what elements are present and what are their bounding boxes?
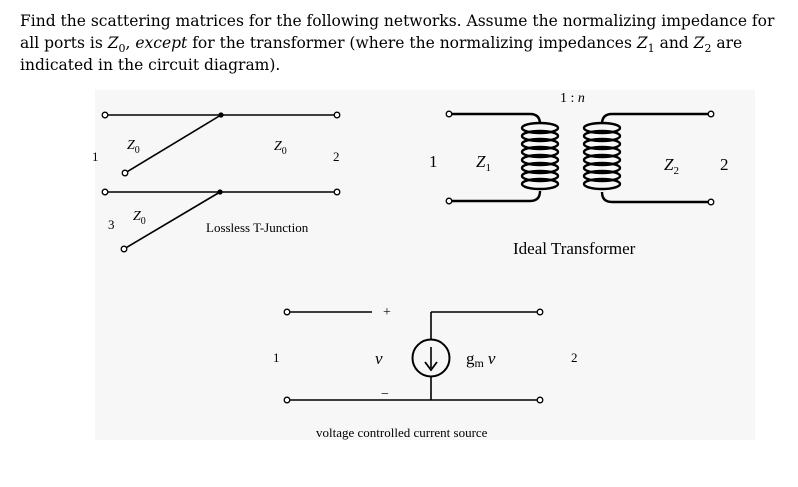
primary-bottom-lead: [449, 190, 542, 203]
terminal: [333, 188, 341, 196]
junction-dot-top: [218, 112, 224, 118]
current-source-symbol: [411, 338, 451, 378]
current-arrow-head-icon: [424, 361, 438, 372]
terminal: [707, 110, 715, 118]
vccs-port2-label: 2: [571, 350, 578, 365]
terminal: [101, 111, 109, 119]
tjunction-diagram: 1 2 3 Z0 Z0 Z0 Lossless T-Junction: [92, 111, 341, 253]
vccs-caption: voltage controlled current source: [316, 425, 488, 440]
z0-left-label: Z0: [127, 138, 140, 156]
terminal: [101, 188, 109, 196]
terminal: [445, 110, 453, 118]
voltage-v-label: v: [375, 349, 383, 368]
z0-right-label: Z0: [274, 139, 287, 157]
z1-label: Z1: [476, 152, 491, 174]
secondary-bottom-lead: [600, 191, 711, 204]
junction-dot-bottom: [217, 189, 223, 195]
primary-coil: [520, 121, 560, 191]
z0-bottom-label: Z0: [133, 209, 146, 227]
tjunction-caption: Lossless T-Junction: [206, 220, 309, 235]
vccs-port1-label: 1: [273, 350, 280, 365]
secondary-top-lead: [600, 112, 711, 125]
plus-sign: +: [383, 305, 391, 320]
terminal: [707, 198, 715, 206]
secondary-coil: [582, 121, 622, 191]
terminal: [121, 169, 129, 177]
terminal: [536, 308, 544, 316]
transformer-port2-label: 2: [720, 155, 729, 174]
figure-background: [95, 90, 755, 440]
terminal: [283, 396, 291, 404]
tjunction-port3-label: 3: [108, 217, 115, 232]
terminal: [120, 245, 128, 253]
terminal: [445, 197, 453, 205]
primary-top-lead: [449, 112, 542, 125]
transformer-caption: Ideal Transformer: [513, 239, 636, 258]
tjunction-port1-label: 1: [92, 149, 99, 164]
turns-ratio-label: 1 : n: [560, 91, 585, 106]
transformer-diagram: 1 : n: [429, 91, 729, 258]
terminal: [536, 396, 544, 404]
tjunction-port3-diagonal: [123, 191, 221, 250]
minus-sign: −: [381, 387, 389, 402]
z2-label: Z2: [664, 155, 679, 177]
tjunction-port2-label: 2: [333, 149, 340, 164]
transformer-port1-label: 1: [429, 152, 438, 171]
terminal: [283, 308, 291, 316]
terminal: [333, 111, 341, 119]
tjunction-port1-diagonal: [124, 114, 222, 174]
problem-statement: Find the scattering matrices for the fol…: [20, 12, 775, 74]
except-word: except: [135, 34, 188, 52]
